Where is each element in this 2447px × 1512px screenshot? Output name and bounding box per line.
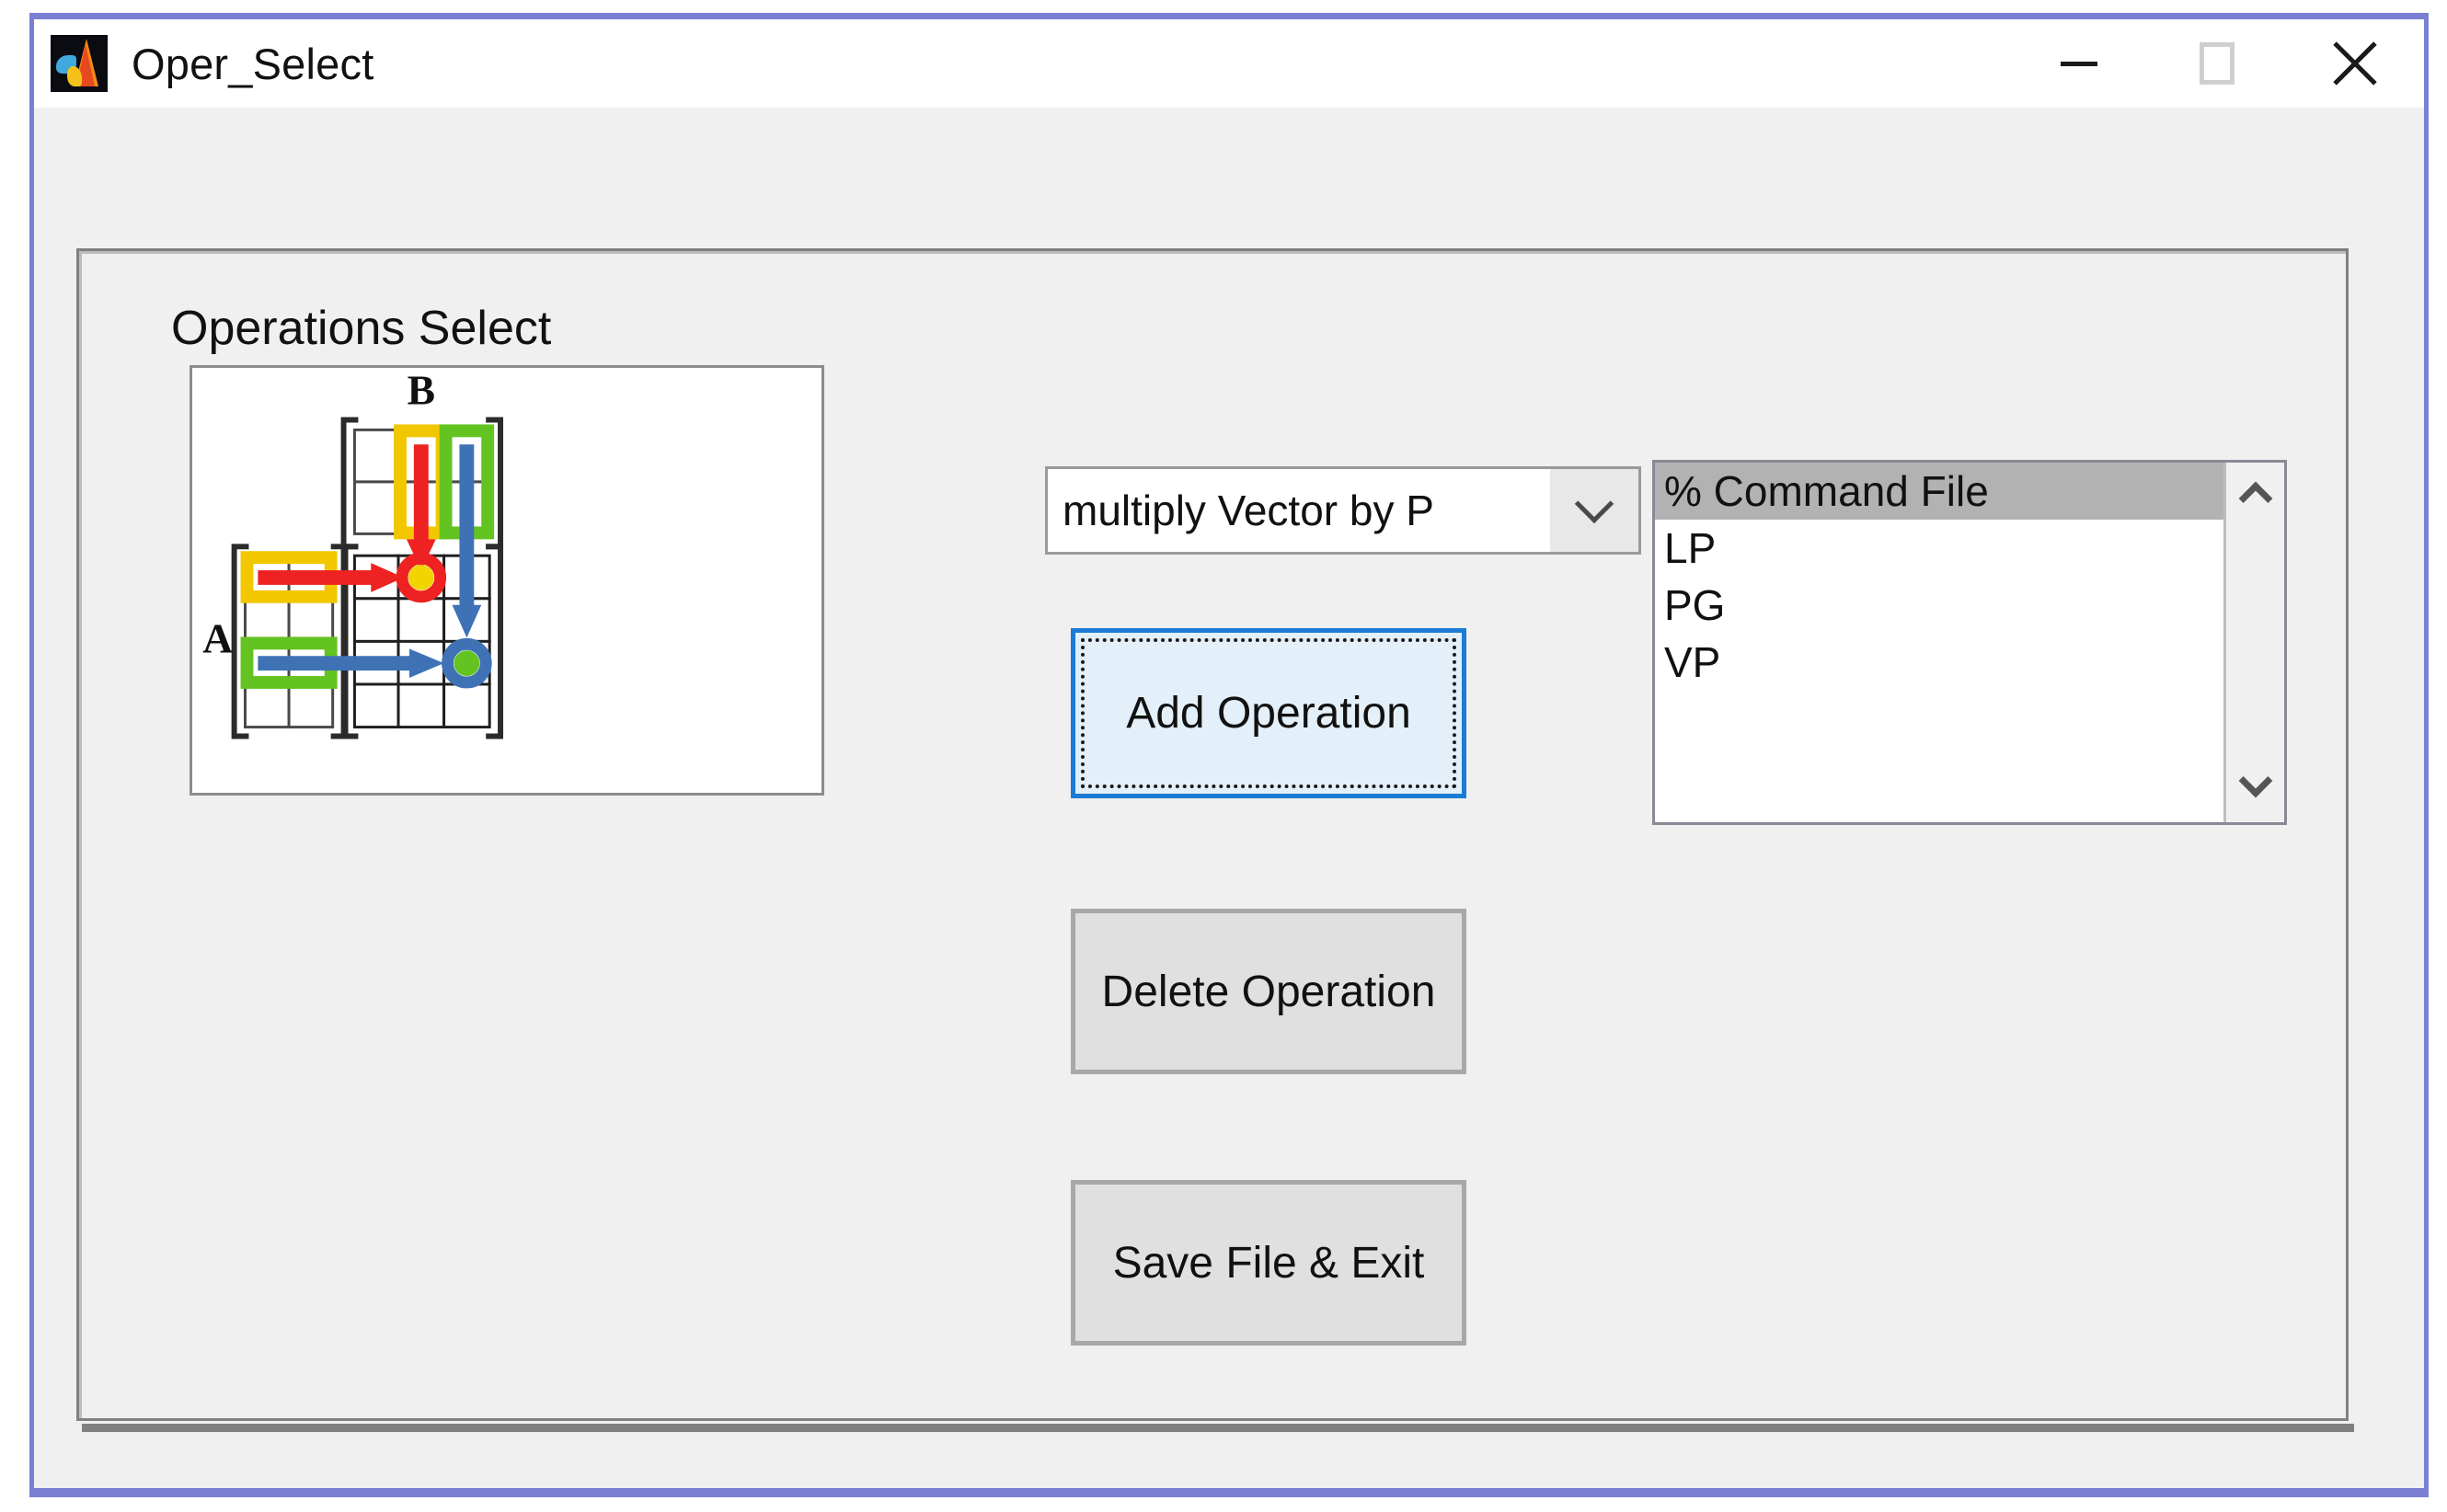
matlab-icon	[51, 35, 108, 92]
delete-operation-label: Delete Operation	[1101, 967, 1436, 1016]
list-item[interactable]: VP	[1664, 638, 1721, 686]
minimize-button[interactable]	[2010, 19, 2148, 108]
add-operation-label: Add Operation	[1126, 689, 1411, 738]
matrix-diagram-svg: B	[202, 368, 504, 739]
list-item[interactable]: LP	[1664, 524, 1717, 572]
add-operation-button[interactable]: Add Operation	[1071, 628, 1466, 798]
close-icon	[2333, 41, 2377, 86]
close-button[interactable]	[2286, 19, 2424, 108]
listbox-scrollbar[interactable]	[2223, 463, 2284, 822]
operation-select-value: multiply Vector by P	[1063, 487, 1434, 534]
matrix-operation-diagram: B	[190, 365, 824, 796]
svg-text:A: A	[202, 614, 233, 661]
svg-text:B: B	[408, 368, 435, 414]
chevron-down-icon[interactable]	[2238, 763, 2272, 798]
command-file-listbox[interactable]: % Command File LP PG VP	[1652, 460, 2287, 825]
chevron-down-icon[interactable]	[1550, 469, 1638, 552]
chevron-up-icon[interactable]	[2238, 481, 2272, 516]
command-file-list[interactable]: % Command File LP PG VP	[1655, 463, 2223, 822]
delete-operation-button[interactable]: Delete Operation	[1071, 909, 1466, 1074]
client-area: Operations Select	[34, 108, 2424, 1488]
panel-shadow	[82, 1424, 2354, 1432]
app-window: Oper_Select Operations Select	[29, 13, 2429, 1497]
maximize-icon	[2200, 42, 2234, 85]
maximize-button[interactable]	[2148, 19, 2286, 108]
window-title: Oper_Select	[132, 39, 374, 88]
title-bar: Oper_Select	[34, 19, 2424, 108]
minimize-icon	[2061, 61, 2097, 66]
list-item[interactable]: PG	[1664, 581, 1726, 629]
page-title: Operations Select	[171, 302, 552, 355]
save-file-exit-button[interactable]: Save File & Exit	[1071, 1180, 1466, 1346]
save-file-exit-label: Save File & Exit	[1112, 1238, 1425, 1288]
operation-select-dropdown[interactable]: multiply Vector by P	[1045, 466, 1641, 555]
window-controls	[2010, 19, 2424, 108]
list-item[interactable]: % Command File	[1655, 463, 2223, 520]
operations-panel: Operations Select	[76, 248, 2349, 1421]
